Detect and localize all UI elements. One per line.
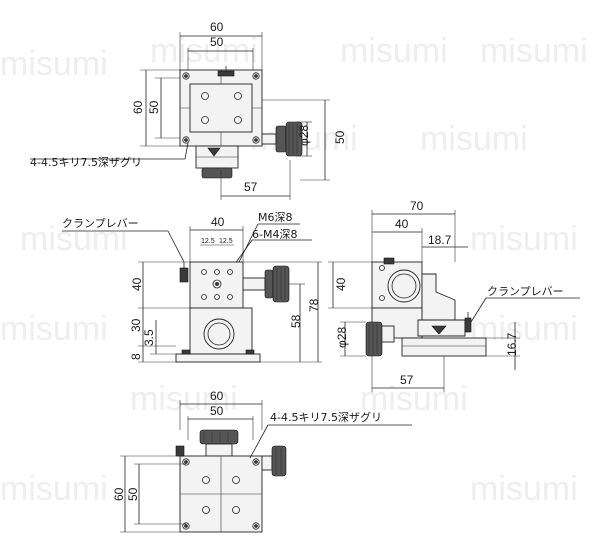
dim-front-78: 78 xyxy=(307,298,321,312)
dim-front-58: 58 xyxy=(289,314,303,328)
top-table xyxy=(189,83,253,133)
watermark: misumi xyxy=(0,45,108,83)
callout-side-clamp-lever: クランプレバー xyxy=(487,285,564,298)
side-view: 70 40 18.7 40 xyxy=(328,199,580,392)
dim-front-width-40: 40 xyxy=(211,215,225,229)
dim-height-60: 60 xyxy=(131,100,145,114)
dim-bottom-width-50: 50 xyxy=(210,404,224,418)
side-base xyxy=(401,337,487,357)
dim-side-width-70: 70 xyxy=(410,199,424,213)
dim-width-50: 50 xyxy=(210,35,224,49)
side-bracket xyxy=(421,273,456,321)
dim-pitch-12-5-a: 12.5 xyxy=(201,238,215,245)
top-view: 60 50 60 50 xyxy=(30,20,347,200)
side-micrometer-knob xyxy=(365,321,383,357)
watermark: misumi xyxy=(340,32,448,70)
watermark: misumi xyxy=(20,220,128,258)
dim-side-40: 40 xyxy=(334,277,348,291)
watermark: misumi xyxy=(470,310,578,348)
callout-m4: 6-M4深8 xyxy=(252,228,297,241)
watermark: misumi xyxy=(360,380,468,418)
front-base xyxy=(175,353,261,363)
callout-bottom-counterbore: 4-4.5キリ7.5深ザグリ xyxy=(270,410,382,424)
bottom-view: 60 50 60 50 4-4. xyxy=(112,389,412,533)
dim-side-width-40: 40 xyxy=(395,217,409,231)
watermark: misumi xyxy=(130,380,238,418)
dim-side-18-7: 18.7 xyxy=(428,233,452,247)
dim-bottom-60: 60 xyxy=(112,487,126,501)
dim-side-phi-28: φ28 xyxy=(335,327,349,348)
callout-m6: M6深8 xyxy=(258,211,293,224)
watermark: misumi xyxy=(470,220,578,258)
dim-bottom-50: 50 xyxy=(126,487,140,501)
dim-front-40: 40 xyxy=(130,277,144,291)
watermark: misumi xyxy=(420,120,528,158)
micrometer-knob xyxy=(275,125,287,153)
dim-height-50: 50 xyxy=(147,100,161,114)
watermark-layer: misumi misumi misumi misumi misumi misum… xyxy=(0,32,588,508)
dim-front-3-5: 3.5 xyxy=(142,329,156,346)
watermark: misumi xyxy=(480,32,588,70)
callout-clamp-lever: クランプレバー xyxy=(62,217,139,230)
dim-side-bottom-57: 57 xyxy=(400,373,414,387)
dim-front-30: 30 xyxy=(129,318,143,332)
dim-front-8: 8 xyxy=(129,353,143,360)
watermark: misumi xyxy=(0,470,108,508)
watermark: misumi xyxy=(0,310,108,348)
dim-phi-28: φ28 xyxy=(297,125,311,146)
dim-side-16-7: 16.7 xyxy=(505,332,519,356)
dim-width-60: 60 xyxy=(210,20,224,34)
callout-counterbore: 4-4.5キリ7.5深ザグリ xyxy=(30,155,142,169)
dim-bottom-57: 57 xyxy=(244,180,258,194)
dim-right-50: 50 xyxy=(333,130,347,144)
dim-bottom-width-60: 60 xyxy=(210,389,224,403)
bottom-top-knob xyxy=(199,429,239,445)
dim-pitch-12-5-b: 12.5 xyxy=(219,238,233,245)
front-view: 40 12.5 12.5 クランプレバー M6深8 6-M4深8 xyxy=(62,211,322,363)
watermark: misumi xyxy=(470,470,578,508)
